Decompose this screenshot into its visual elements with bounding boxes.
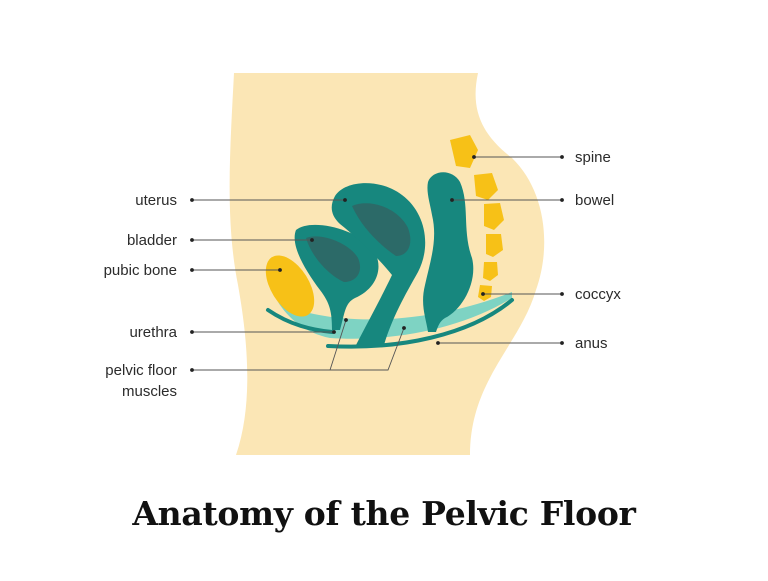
label-pelvic-floor-line2: muscles (122, 383, 177, 400)
label-anus: anus (575, 335, 608, 352)
label-spine: spine (575, 149, 611, 166)
page-title: Anatomy of the Pelvic Floor (132, 494, 636, 533)
uterus-inner (352, 203, 411, 256)
label-uterus: uterus (135, 192, 177, 209)
label-coccyx: coccyx (575, 286, 621, 303)
label-bowel: bowel (575, 192, 614, 209)
pelvic-floor-lower-band (326, 298, 514, 349)
label-urethra: urethra (129, 324, 177, 341)
label-pubic-bone: pubic bone (104, 262, 177, 279)
bladder-inner (306, 236, 361, 282)
bowel (423, 172, 474, 332)
label-bladder: bladder (127, 232, 177, 249)
pubic-bone (265, 255, 315, 317)
leader-dots (190, 155, 564, 372)
pelvic-floor-front-band (266, 308, 334, 334)
spine (450, 135, 504, 301)
label-pelvic-floor-line1: pelvic floor (105, 362, 177, 379)
